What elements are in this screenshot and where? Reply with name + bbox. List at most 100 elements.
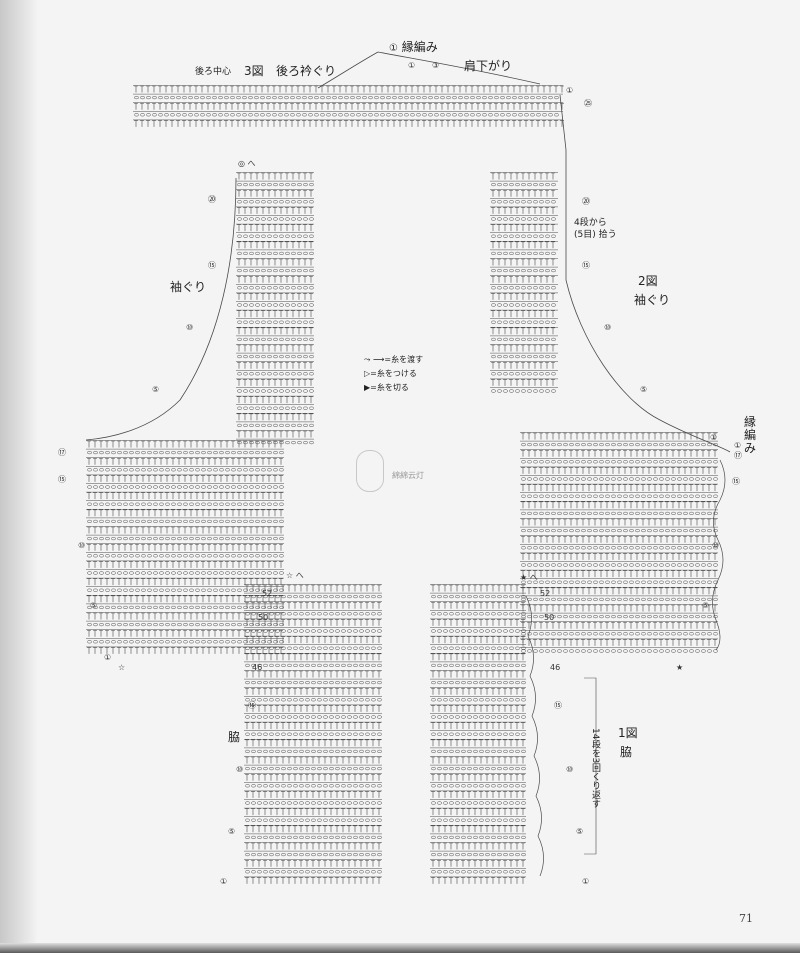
stitch-symbol — [587, 570, 591, 578]
stitch-symbol — [377, 825, 381, 833]
chain-stitch-symbol — [245, 646, 250, 650]
chain-stitch-symbol — [293, 698, 298, 702]
stitch-symbol — [548, 120, 552, 127]
stitch-symbol — [273, 561, 277, 568]
stitch-symbol — [689, 432, 693, 440]
chain-stitch-symbol — [431, 870, 436, 874]
chain-stitch-symbol — [485, 698, 490, 702]
legend-item-carry: ⤳ ⟶=糸を渡す — [364, 355, 424, 364]
book-bottom-edge — [0, 943, 800, 953]
chain-stitch-symbol — [443, 835, 448, 839]
chain-stitch-symbol — [135, 571, 140, 575]
stitch-symbol — [201, 595, 205, 603]
stitch-symbol — [575, 553, 579, 560]
chain-stitch-symbol — [617, 529, 622, 533]
stitch-symbol — [350, 85, 354, 93]
stitch-symbol — [458, 102, 462, 110]
stitch-symbol — [515, 310, 519, 318]
stitch-symbol — [467, 859, 471, 867]
stitch-symbol — [323, 722, 327, 730]
chain-stitch-symbol — [365, 663, 370, 667]
chain-stitch-symbol — [503, 595, 508, 599]
stitch-symbol — [665, 621, 669, 629]
stitch-symbol — [261, 172, 265, 180]
chain-stitch-symbol — [551, 286, 556, 290]
chain-stitch-symbol — [437, 629, 442, 633]
stitch-symbol — [503, 687, 507, 695]
stitch-symbol — [147, 612, 151, 620]
chain-stitch-symbol — [503, 646, 508, 650]
stitch-symbol — [515, 207, 519, 214]
stitch-symbol — [353, 601, 357, 609]
stitch-symbol — [491, 739, 495, 747]
stitch-symbol — [281, 584, 285, 592]
chain-stitch-symbol — [455, 784, 460, 788]
chain-stitch-symbol — [257, 835, 262, 839]
stitch-symbol — [311, 739, 315, 747]
stitch-symbol — [410, 120, 414, 127]
chain-stitch-symbol — [303, 320, 308, 324]
chain-stitch-symbol — [261, 269, 266, 273]
stitch-symbol — [237, 224, 241, 232]
chain-stitch-symbol — [623, 511, 628, 515]
stitch-symbol — [617, 518, 621, 526]
stitch-symbol — [659, 535, 663, 543]
chain-stitch-symbol — [275, 698, 280, 702]
chain-stitch-symbol — [279, 286, 284, 290]
chain-stitch-symbol — [473, 595, 478, 599]
chain-stitch-symbol — [251, 818, 256, 822]
chain-stitch-symbol — [305, 595, 310, 599]
stitch-symbol — [272, 120, 276, 127]
stitch-symbol — [557, 639, 561, 646]
chain-stitch-symbol — [491, 732, 496, 736]
chain-stitch-symbol — [473, 801, 478, 805]
chain-stitch-symbol — [446, 96, 451, 100]
stitch-symbol — [485, 601, 489, 609]
chain-stitch-symbol — [213, 605, 218, 609]
chain-stitch-symbol — [201, 588, 206, 592]
chain-stitch-symbol — [278, 96, 283, 100]
chain-stitch-symbol — [147, 623, 152, 627]
stitch-symbol — [533, 449, 537, 457]
chain-stitch-symbol — [491, 389, 496, 393]
chain-stitch-symbol — [497, 183, 502, 187]
row-marker-back-right: ⑩ — [604, 323, 611, 332]
chain-stitch-symbol — [293, 681, 298, 685]
chain-stitch-symbol — [542, 113, 547, 117]
chain-stitch-symbol — [506, 113, 511, 117]
stitch-symbol — [87, 647, 91, 654]
chain-stitch-symbol — [267, 485, 272, 489]
stitch-symbol — [287, 842, 291, 850]
stitch-symbol — [263, 842, 267, 850]
chain-stitch-symbol — [261, 337, 266, 341]
stitch-symbol — [503, 722, 507, 730]
chain-stitch-symbol — [305, 681, 310, 685]
stitch-symbol — [159, 629, 163, 637]
chain-stitch-symbol — [269, 801, 274, 805]
chain-stitch-symbol — [335, 612, 340, 616]
stitch-symbol — [195, 526, 199, 534]
chain-stitch-symbol — [371, 749, 376, 753]
chain-stitch-symbol — [479, 732, 484, 736]
chain-stitch-symbol — [695, 529, 700, 533]
chain-stitch-symbol — [380, 96, 385, 100]
chain-stitch-symbol — [99, 554, 104, 558]
chain-stitch-symbol — [434, 113, 439, 117]
chain-stitch-symbol — [230, 113, 235, 117]
chain-stitch-symbol — [293, 853, 298, 857]
stitch-symbol — [230, 120, 234, 127]
chain-stitch-symbol — [521, 801, 526, 805]
stitch-symbol — [249, 258, 253, 266]
stitch-symbol — [243, 413, 247, 421]
chain-stitch-symbol — [458, 96, 463, 100]
stitch-symbol — [647, 432, 651, 440]
stitch-symbol — [297, 241, 301, 249]
chain-stitch-symbol — [707, 511, 712, 515]
chain-stitch-symbol — [237, 320, 242, 324]
stitch-symbol — [671, 432, 675, 440]
chain-stitch-symbol — [689, 580, 694, 584]
stitch-symbol — [275, 619, 279, 626]
stitch-symbol — [303, 430, 307, 438]
stitch-symbol — [437, 842, 441, 850]
stitch-symbol — [329, 842, 333, 850]
